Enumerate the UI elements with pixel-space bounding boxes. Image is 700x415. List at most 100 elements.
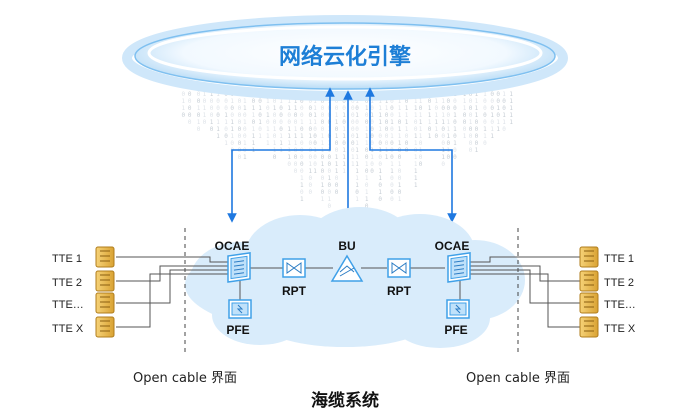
binary-digit: 1 xyxy=(365,105,369,112)
binary-digit: 1 xyxy=(398,182,402,189)
binary-digit: 0 xyxy=(266,105,270,112)
binary-digit: 0 xyxy=(203,98,207,105)
binary-digit: 0 xyxy=(224,133,228,140)
left-terminals: TTE 1 TTE 2 TTE… TTE X xyxy=(52,246,115,338)
binary-digit: 0 xyxy=(453,133,457,140)
binary-digit: 1 xyxy=(342,112,346,119)
binary-digit: 1 xyxy=(309,168,313,175)
binary-digit: 1 xyxy=(252,112,256,119)
repeater-icon xyxy=(387,258,411,278)
binary-digit: 0 xyxy=(378,161,382,168)
binary-digit: 0 xyxy=(203,119,207,126)
interface-separators xyxy=(184,228,519,355)
binary-digit: 0 xyxy=(419,140,423,147)
binary-digit: 0 xyxy=(428,126,432,133)
binary-digit: 0 xyxy=(365,112,369,119)
binary-digit: 0 xyxy=(469,147,473,154)
binary-digit: 1 xyxy=(509,112,513,119)
binary-digit: 1 xyxy=(252,140,256,147)
binary-digit: 0 xyxy=(385,126,389,133)
binary-digit: 0 xyxy=(335,126,339,133)
binary-digit: 0 xyxy=(313,161,317,168)
binary-digit: 1 xyxy=(300,175,304,182)
binary-digit: 1 xyxy=(435,119,439,126)
binary-digit: 1 xyxy=(355,168,359,175)
binary-digit: 1 xyxy=(309,161,313,168)
binary-digit: 1 xyxy=(483,126,487,133)
binary-digit: 0 xyxy=(453,147,457,154)
binary-digit: 1 xyxy=(496,119,500,126)
binary-digit: 1 xyxy=(309,119,313,126)
binary-digit: 1 xyxy=(258,119,262,126)
binary-digit: 1 xyxy=(419,133,423,140)
terminal-icon xyxy=(95,246,115,268)
binary-digit: 1 xyxy=(355,98,359,105)
binary-digit: 0 xyxy=(390,112,394,119)
binary-digit: 1 xyxy=(258,105,262,112)
pfe-left-label: PFE xyxy=(226,323,249,337)
binary-digit: 1 xyxy=(294,126,298,133)
binary-digit: 1 xyxy=(435,126,439,133)
pfe-right-label: PFE xyxy=(444,323,467,337)
binary-digit: 1 xyxy=(398,126,402,133)
control-links xyxy=(227,87,457,223)
binary-digit: 1 xyxy=(351,161,355,168)
binary-digit: 0 xyxy=(258,112,262,119)
binary-digit: 0 xyxy=(342,119,346,126)
binary-digit: 0 xyxy=(294,168,298,175)
binary-digit: 0 xyxy=(355,105,359,112)
terminal-icon xyxy=(95,316,115,338)
binary-digit: 1 xyxy=(355,182,359,189)
binary-digit: 0 xyxy=(197,126,201,133)
binary-digit: 0 xyxy=(328,182,332,189)
binary-digit: 0 xyxy=(385,140,389,147)
binary-digit: 0 xyxy=(370,133,374,140)
binary-digit: 0 xyxy=(258,126,262,133)
binary-digit: 1 xyxy=(370,112,374,119)
binary-digit: 1 xyxy=(365,140,369,147)
binary-digit: 1 xyxy=(230,119,234,126)
binary-digit: 1 xyxy=(419,98,423,105)
binary-digit: 0 xyxy=(321,126,325,133)
binary-digit: 1 xyxy=(313,105,317,112)
binary-digit: 1 xyxy=(335,154,339,161)
binary-digit: 1 xyxy=(300,119,304,126)
binary-digit: 0 xyxy=(321,175,325,182)
binary-digit: 1 xyxy=(378,126,382,133)
binary-digit: 1 xyxy=(390,119,394,126)
binary-digit: 1 xyxy=(414,175,418,182)
binary-digit: 0 xyxy=(490,119,494,126)
binary-digit: 0 xyxy=(365,168,369,175)
binary-digit: 0 xyxy=(238,140,242,147)
binary-digit: 1 xyxy=(370,154,374,161)
binary-digit: 1 xyxy=(328,196,332,203)
binary-digit: 1 xyxy=(428,133,432,140)
binary-digit: 0 xyxy=(351,133,355,140)
binary-digit: 1 xyxy=(355,161,359,168)
binary-digit: 0 xyxy=(428,98,432,105)
binary-digit: 1 xyxy=(453,112,457,119)
right-terminal-label: TTE X xyxy=(604,323,636,335)
power-feed-icon xyxy=(228,299,252,319)
binary-digit: 0 xyxy=(328,154,332,161)
binary-digit: 0 xyxy=(496,98,500,105)
ocae-right-node: OCAE xyxy=(435,239,471,283)
binary-digit: 0 xyxy=(390,196,394,203)
binary-digit: 1 xyxy=(405,119,409,126)
binary-digit: 0 xyxy=(385,133,389,140)
binary-digit: 0 xyxy=(287,119,291,126)
binary-digit: 1 xyxy=(230,126,234,133)
binary-digit: 1 xyxy=(342,161,346,168)
binary-digit: 0 xyxy=(230,105,234,112)
binary-digit: 1 xyxy=(414,105,418,112)
rpt-right-label: RPT xyxy=(387,284,412,298)
binary-digit: 1 xyxy=(365,126,369,133)
binary-digit: 0 xyxy=(238,119,242,126)
binary-digit: 0 xyxy=(469,112,473,119)
binary-digit: 0 xyxy=(441,126,445,133)
binary-digit: 1 xyxy=(398,196,402,203)
binary-digit: 0 xyxy=(355,189,359,196)
binary-digit: 1 xyxy=(463,98,467,105)
binary-digit: 0 xyxy=(370,119,374,126)
